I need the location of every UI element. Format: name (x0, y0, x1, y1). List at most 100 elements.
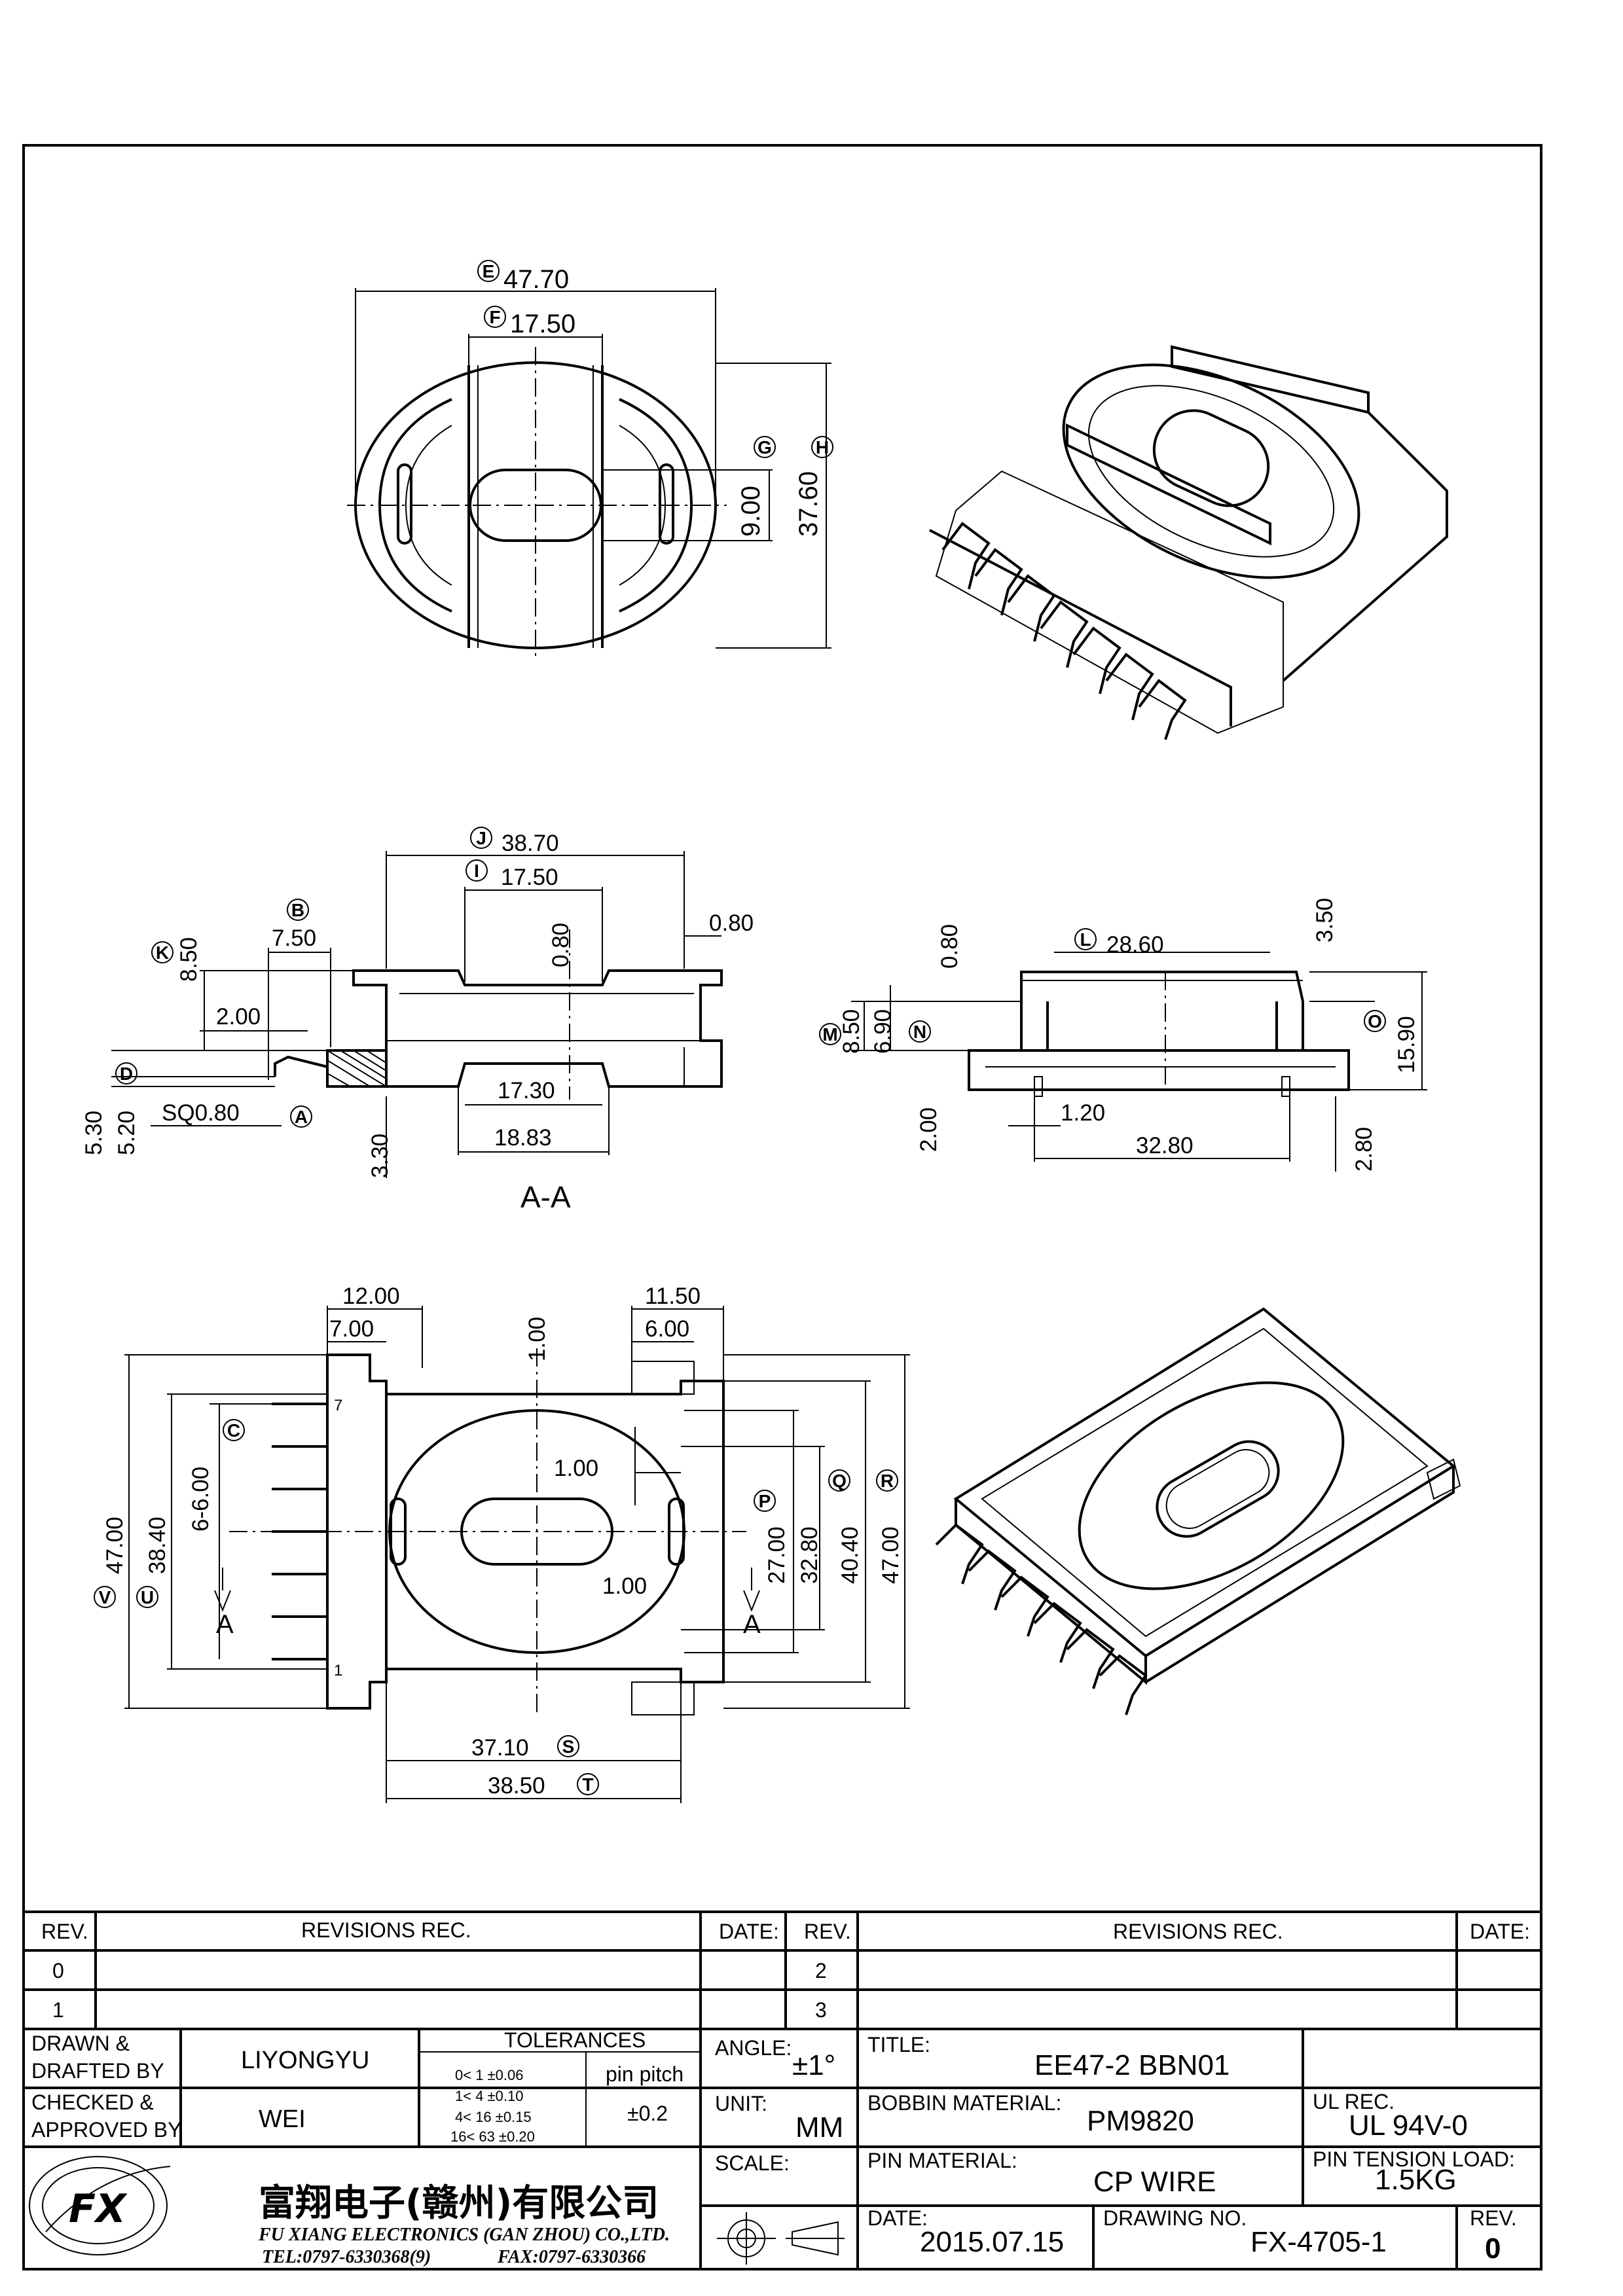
pin-1-label: 1 (334, 1662, 342, 1679)
rev-header-right: REV. (804, 1920, 851, 1943)
label-t: T (582, 1774, 593, 1795)
revision-0: 0 (52, 1959, 64, 1982)
revisions-header-right: REVISIONS REC. (1113, 1920, 1283, 1943)
dim-side-top-gap: 0.80 (937, 924, 962, 969)
top-view: E 47.70 F 17.50 G 9.00 H 37.60 (347, 260, 833, 661)
isometric-view-bottom (935, 1307, 1461, 1715)
company-fax: FAX:0797-6330366 (497, 2247, 646, 2267)
dim-s: 37.10 (471, 1735, 529, 1761)
dim-pin-h: 3.30 (367, 1134, 393, 1178)
dim-top-right-2: 6.00 (645, 1316, 689, 1342)
dim-j: 38.70 (501, 831, 559, 856)
label-s: S (562, 1736, 575, 1757)
label-g: G (757, 437, 772, 457)
dim-bottom-2: 18.83 (494, 1125, 552, 1151)
dim-u: 38.40 (145, 1516, 170, 1574)
title-value: EE47-2 BBN01 (1034, 2049, 1230, 2081)
tolerance-row-3: 4< 16 ±0.15 (455, 2109, 532, 2125)
date-label: DATE: (867, 2206, 928, 2230)
company-logo-icon: FX (29, 2156, 171, 2255)
projection-symbol-icon (717, 2212, 845, 2265)
angle-label: ANGLE: (715, 2036, 792, 2060)
dim-gap-2: 1.00 (602, 1573, 647, 1599)
tolerances-header: TOLERANCES (504, 2028, 646, 2052)
label-p: P (759, 1491, 771, 1511)
dim-t: 38.50 (488, 1773, 545, 1799)
dim-left-pin: 2.00 (916, 1107, 941, 1152)
sheet-frame (22, 144, 1542, 2270)
dim-right-top: 3.50 (1312, 898, 1338, 942)
label-d: D (120, 1064, 133, 1084)
company-name-en: FU XIANG ELECTRONICS (GAN ZHOU) CO.,LTD. (258, 2225, 670, 2245)
dim-q: 40.40 (837, 1526, 863, 1584)
label-m: M (822, 1024, 837, 1045)
logo-text: FX (69, 2186, 128, 2232)
company-name-cn: 富翔电子(赣州)有限公司 (259, 2182, 659, 2225)
rev-value: 0 (1485, 2233, 1501, 2265)
dim-right-gap: 0.80 (709, 910, 754, 936)
company-tel: TEL:0797-6330368(9) (262, 2247, 431, 2267)
drawing-no-label: DRAWING NO. (1103, 2206, 1247, 2230)
drawing-no-value: FX-4705-1 (1250, 2226, 1387, 2258)
dim-p2: 32.80 (797, 1526, 822, 1584)
dim-top-left-2: 7.00 (329, 1316, 374, 1342)
checked-label-2: APPROVED BY (31, 2118, 181, 2142)
dim-sq: SQ0.80 (162, 1100, 240, 1126)
revision-2: 2 (815, 1959, 827, 1982)
label-l: L (1080, 929, 1091, 950)
rev-label: REV. (1470, 2206, 1517, 2230)
label-e: E (483, 261, 495, 281)
label-u: U (141, 1587, 154, 1607)
dim-c: 6-6.00 (188, 1467, 213, 1532)
dim-top-left-1: 12.00 (342, 1283, 400, 1309)
date-header-right: DATE: (1470, 1920, 1530, 1943)
revisions-header-left: REVISIONS REC. (301, 1918, 471, 1942)
label-r: R (881, 1471, 894, 1491)
label-f: F (489, 307, 500, 327)
label-q: Q (832, 1471, 847, 1491)
label-h: H (816, 437, 829, 457)
label-v: V (99, 1587, 111, 1607)
pin-material-value: CP WIRE (1093, 2166, 1216, 2198)
revision-3: 3 (815, 1998, 827, 2022)
dim-k: 8.50 (176, 937, 202, 982)
dim-v: 47.00 (102, 1516, 128, 1574)
dim-l: 28.60 (1106, 932, 1164, 958)
dim-h: 37.60 (794, 471, 823, 537)
unit-value: MM (795, 2111, 843, 2144)
scale-label: SCALE: (715, 2151, 790, 2175)
dim-d-b: 5.20 (114, 1111, 139, 1155)
checked-value: WEI (259, 2106, 306, 2133)
dim-d-a: 5.30 (81, 1111, 107, 1155)
label-j: J (476, 828, 486, 848)
pin-row (272, 1403, 327, 1660)
checked-label-1: CHECKED & (31, 2090, 154, 2114)
title-label: TITLE: (867, 2033, 930, 2056)
dim-b: 7.50 (272, 925, 316, 951)
pin-pitch-value: ±0.2 (627, 2102, 668, 2125)
drawn-value: LIYONGYU (241, 2047, 369, 2074)
dim-pin-w: 1.20 (1061, 1100, 1105, 1126)
date-value: 2015.07.15 (920, 2226, 1064, 2258)
dim-r: 47.00 (878, 1526, 903, 1584)
isometric-view-top (929, 345, 1448, 740)
dim-right-pin: 2.80 (1351, 1127, 1377, 1172)
dim-center: 1.00 (524, 1317, 550, 1361)
dim-top-right-1: 11.50 (645, 1283, 701, 1309)
pin-tension-value: 1.5KG (1375, 2164, 1457, 2196)
label-i: I (474, 861, 479, 881)
drawn-label-2: DRAFTED BY (31, 2059, 164, 2083)
revision-1: 1 (52, 1998, 64, 2022)
dim-n: 6.90 (870, 1009, 896, 1054)
label-k: K (156, 942, 169, 963)
title-block: REV. REVISIONS REC. DATE: REV. REVISIONS… (24, 1910, 1541, 2269)
label-b: B (291, 900, 304, 920)
dim-p: 27.00 (764, 1526, 790, 1584)
tolerance-row-2: 1< 4 ±0.10 (455, 2088, 523, 2104)
arrow-label-right: A (743, 1610, 761, 1639)
section-view: J 38.70 I 17.50 0.80 B 7.50 K 8.50 2.00 … (81, 827, 754, 1214)
ul-value: UL 94V-0 (1349, 2109, 1468, 2142)
section-caption: A-A (520, 1180, 571, 1214)
dim-g: 9.00 (737, 486, 765, 537)
